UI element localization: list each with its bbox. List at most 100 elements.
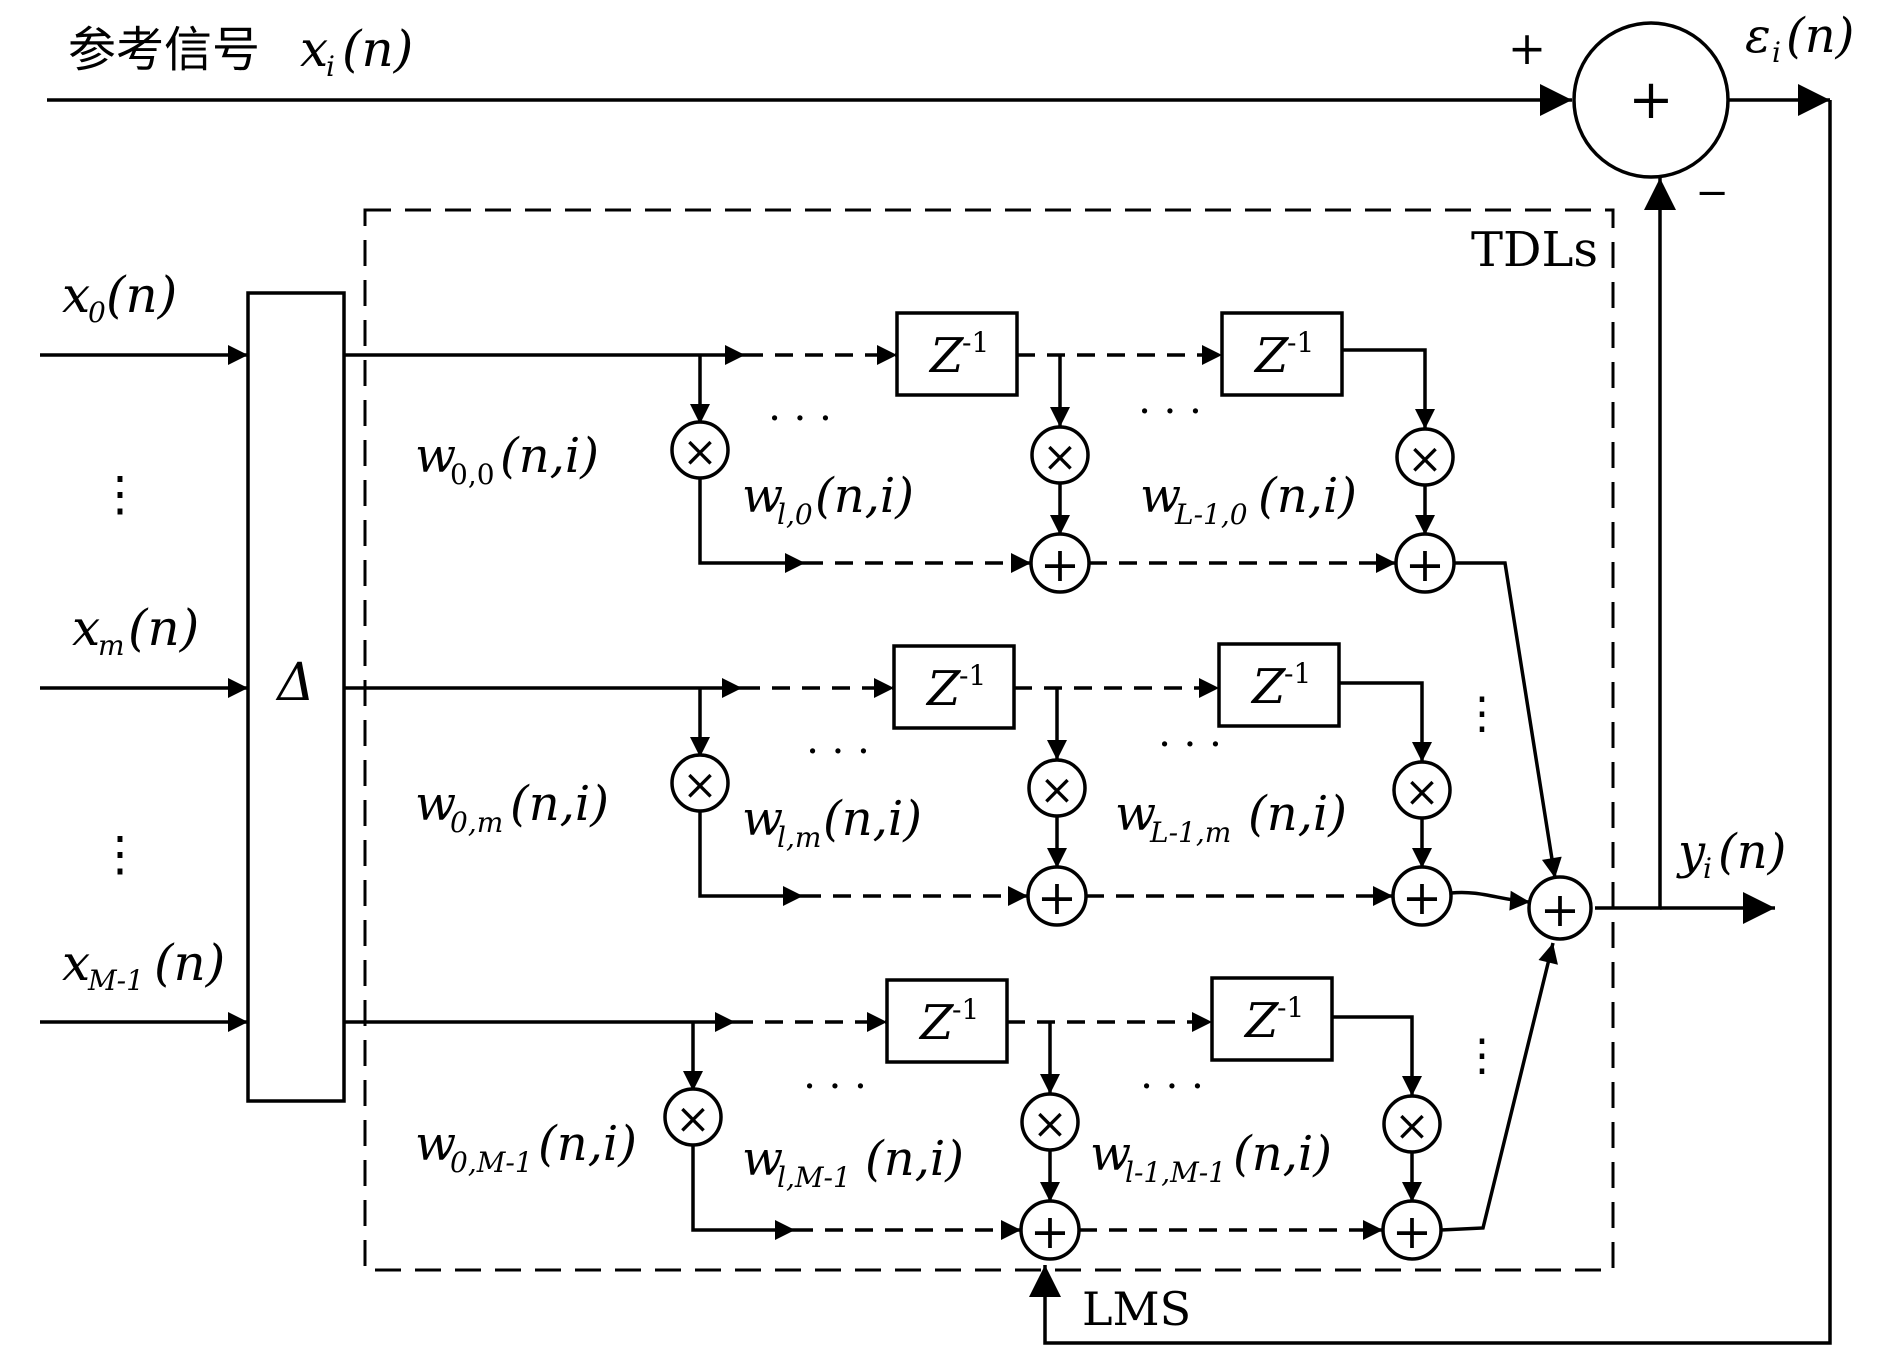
reference-arg: (n)	[342, 20, 413, 78]
multiply-symbol: ×	[1039, 765, 1074, 814]
delay-block	[895, 311, 1019, 397]
lms-label: LMS	[1082, 1282, 1191, 1336]
delay-block	[1210, 976, 1334, 1062]
reference-label: 参考信号	[68, 22, 260, 78]
weight-arg: (n,i)	[1258, 468, 1357, 524]
row-output-line	[1450, 890, 1531, 911]
add-symbol: +	[1040, 537, 1080, 593]
delay-exp: -1	[959, 659, 986, 692]
input-sub: m	[98, 629, 125, 662]
weight-arg: (n,i)	[500, 428, 599, 484]
input-var: x	[62, 266, 90, 324]
weight-sub: 0,0	[450, 458, 495, 491]
input-sub: 0	[88, 296, 106, 329]
feedback-line	[1029, 100, 1832, 1345]
vertical-ellipsis: ⋮	[1460, 688, 1504, 739]
reference-var: x	[300, 20, 328, 78]
delay-base: Z	[1250, 659, 1287, 715]
add-symbol: +	[1540, 882, 1580, 938]
weight-arg: (n,i)	[1248, 786, 1347, 842]
add-symbol: +	[1030, 1204, 1070, 1260]
input-signals: x 0 (n) x m (n) x M-1 (n) ⋮ ⋮	[40, 266, 248, 1032]
input-arg: (n)	[106, 266, 177, 324]
delay-exp: -1	[1287, 326, 1314, 359]
weight-sub: l-1,M-1	[1125, 1156, 1226, 1189]
delay-exp: -1	[1284, 657, 1311, 690]
add-symbol: +	[1402, 870, 1442, 926]
vertical-ellipsis: ⋮	[96, 826, 144, 882]
row-output-line	[1440, 942, 1558, 1232]
weight-arg: (n,i)	[823, 791, 922, 847]
product-line	[698, 811, 803, 906]
weight-sub: l,0	[777, 498, 813, 531]
weight-var: w	[1115, 786, 1156, 842]
delay-exp: -1	[952, 993, 979, 1026]
tap-line	[1339, 681, 1432, 762]
delay-base: Z	[928, 328, 965, 384]
reference-sub: i	[326, 50, 335, 83]
delay-exp: -1	[1277, 991, 1304, 1024]
add-symbol: +	[1037, 870, 1077, 926]
add-symbol: +	[1392, 1204, 1432, 1260]
weight-var: w	[415, 428, 456, 484]
ellipsis: · · ·	[768, 396, 832, 442]
ellipsis: · · ·	[1140, 1064, 1204, 1110]
multiply-symbol: ×	[1404, 767, 1439, 816]
delay-exp: -1	[962, 326, 989, 359]
ellipsis: · · ·	[1158, 722, 1222, 768]
weight-arg: (n,i)	[1233, 1126, 1332, 1182]
sum-symbol: +	[1628, 68, 1673, 131]
weight-var: w	[1090, 1126, 1131, 1182]
row-output-line	[1454, 561, 1562, 879]
multiply-symbol: ×	[682, 427, 717, 476]
sum-plus-sign: +	[1508, 21, 1547, 75]
delay-base: Z	[1253, 328, 1290, 384]
ellipsis: · · ·	[806, 729, 870, 775]
input-arg: (n)	[128, 599, 199, 657]
weight-sub: l,M-1	[777, 1161, 851, 1194]
tdl-boundary	[363, 208, 1615, 1272]
error-arg: (n)	[1786, 8, 1854, 64]
weight-sub: L-1,m	[1149, 816, 1231, 849]
input-arg: (n)	[154, 934, 225, 992]
delay-block	[1220, 311, 1344, 397]
weight-sub: L-1,0	[1174, 498, 1248, 531]
vertical-ellipsis: ⋮	[96, 466, 144, 522]
multiply-symbol: ×	[1394, 1101, 1429, 1150]
output-var: y	[1676, 824, 1706, 880]
weight-var: w	[415, 776, 456, 832]
delay-base: Z	[918, 995, 955, 1051]
error-summing-junction: + + − ε i (n)	[1508, 8, 1855, 216]
multiply-symbol: ×	[1407, 434, 1442, 483]
tap-line	[1332, 1015, 1422, 1096]
multiply-symbol: ×	[675, 1094, 710, 1143]
weight-arg: (n,i)	[865, 1131, 964, 1187]
multiply-symbol: ×	[1042, 432, 1077, 481]
multiply-symbol: ×	[1032, 1099, 1067, 1148]
input-var: x	[72, 599, 100, 657]
vertical-ellipsis: ⋮	[1460, 1030, 1504, 1081]
output-feedback-line	[1595, 178, 1676, 910]
input-var: x	[62, 934, 90, 992]
product-line	[691, 1145, 795, 1240]
error-sub: i	[1772, 36, 1781, 69]
adder-circle	[1527, 875, 1593, 941]
tdl-row-0: Z -1 Z -1 × × × + + · · · · · · w 0,0 (n…	[344, 311, 1562, 879]
sum-minus-sign: −	[1695, 170, 1729, 216]
weight-arg: (n,i)	[815, 468, 914, 524]
weight-sub: 0,m	[450, 806, 503, 839]
ellipsis: · · ·	[803, 1064, 867, 1110]
adder-circle	[1391, 865, 1453, 927]
weight-arg: (n,i)	[538, 1116, 637, 1172]
tdl-row-m: Z -1 Z -1 × × × + + · · · · · · ⋮ w 0,m …	[344, 642, 1531, 927]
weight-var: w	[742, 1131, 783, 1187]
weight-arg: (n,i)	[510, 776, 609, 832]
tdl-row-M-1: Z -1 Z -1 × × × + + · · · · · · ⋮ w 0,M-…	[344, 942, 1558, 1261]
tdl-label: TDLs	[1471, 222, 1598, 278]
output-summing-junction: +	[1527, 875, 1593, 941]
delay-block	[1217, 642, 1341, 728]
add-symbol: +	[1405, 537, 1445, 593]
weight-sub: l,m	[777, 821, 821, 854]
weight-var: w	[415, 1116, 456, 1172]
